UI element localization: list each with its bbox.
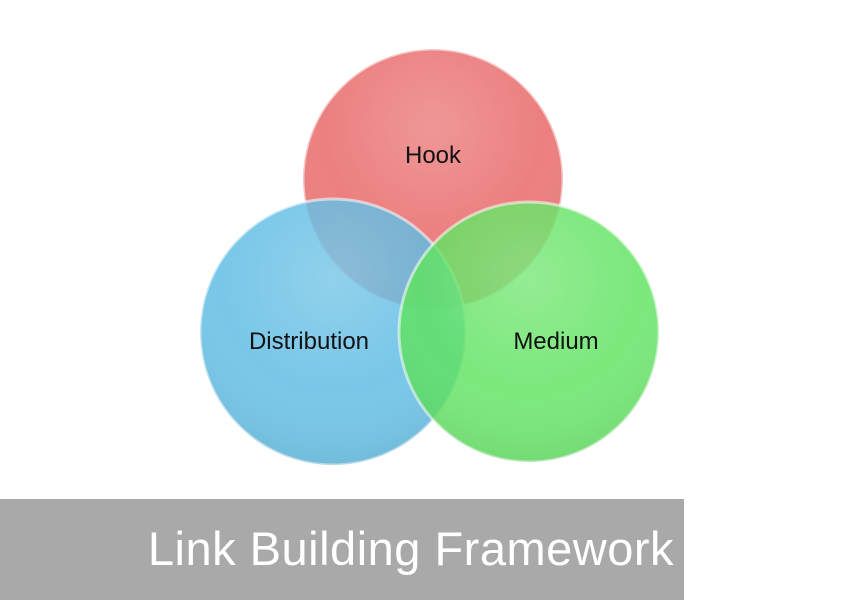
circle-medium-gloss	[399, 202, 659, 462]
circle-distribution	[198, 197, 468, 467]
caption-title: Link Building Framework	[147, 522, 674, 575]
circle-distribution-gloss	[200, 199, 466, 465]
venn-diagram: Hook Distribution Medium	[198, 47, 661, 467]
label-distribution: Distribution	[249, 328, 369, 355]
circle-medium	[397, 200, 661, 464]
caption-band: Link Building Framework	[0, 499, 684, 600]
label-hook: Hook	[405, 142, 462, 169]
label-medium: Medium	[513, 328, 598, 355]
